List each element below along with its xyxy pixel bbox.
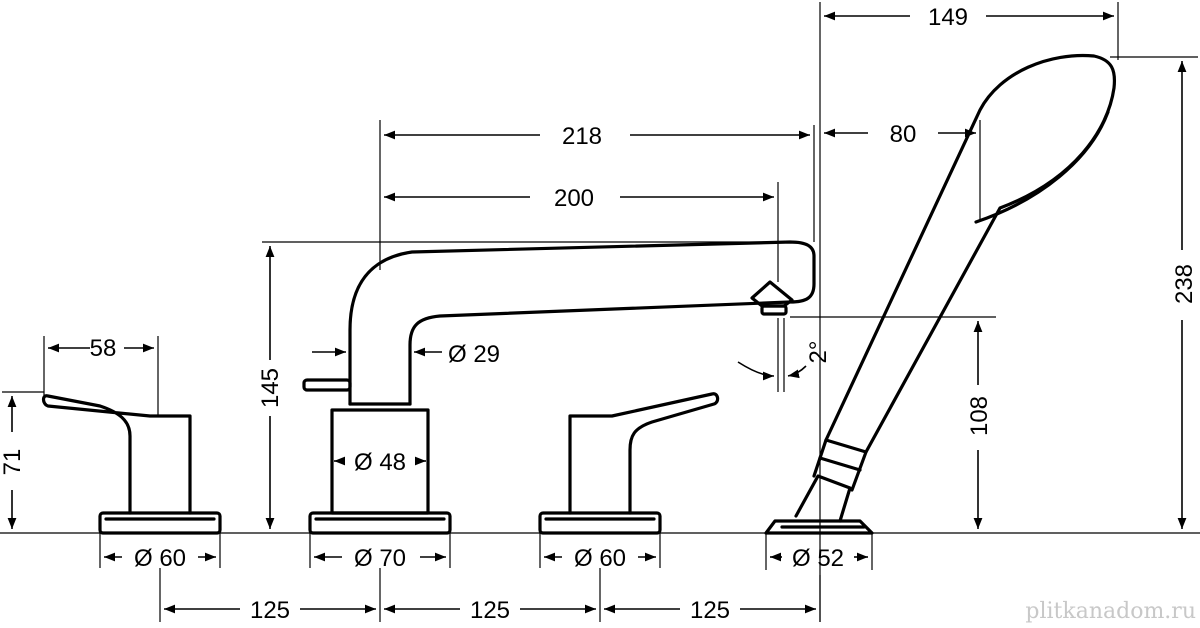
dim-200 xyxy=(384,182,779,392)
dim-71 xyxy=(2,391,44,529)
dim-dia-60-right xyxy=(539,533,661,568)
dim-label-58: 58 xyxy=(90,335,117,362)
dim-label-71: 71 xyxy=(0,449,26,476)
dim-label-80: 80 xyxy=(890,121,917,148)
dim-label-dia-52: Ø 52 xyxy=(792,545,844,572)
dim-label-dia-60-left: Ø 60 xyxy=(134,545,186,572)
dim-145 xyxy=(262,241,790,529)
dim-label-dia-48: Ø 48 xyxy=(354,449,406,476)
dim-label-dia-70: Ø 70 xyxy=(354,545,406,572)
dim-label-108: 108 xyxy=(966,396,993,436)
dim-dia-52 xyxy=(765,533,873,570)
dim-label-218: 218 xyxy=(562,123,602,150)
dim-dia-70 xyxy=(309,533,451,568)
dim-149 xyxy=(819,2,1119,622)
dim-80 xyxy=(824,120,981,220)
dim-label-200: 200 xyxy=(554,185,594,212)
right-valve xyxy=(538,392,720,535)
dim-dia-60-left xyxy=(99,533,221,568)
dim-label-spacing-1: 125 xyxy=(250,597,290,624)
left-valve xyxy=(41,336,222,535)
dim-label-149: 149 xyxy=(928,4,968,31)
spout xyxy=(302,240,816,535)
watermark: plitkanadom.ru xyxy=(1025,599,1196,624)
dim-label-238: 238 xyxy=(1171,264,1198,304)
dim-label-angle-2: 2° xyxy=(805,341,832,364)
dim-label-spacing-3: 125 xyxy=(690,597,730,624)
dim-238 xyxy=(1110,56,1198,529)
dim-label-spacing-2: 125 xyxy=(470,597,510,624)
dim-label-145: 145 xyxy=(257,368,284,408)
dim-218 xyxy=(379,120,815,270)
dim-angle-2 xyxy=(737,318,807,392)
dim-label-dia-60-right: Ø 60 xyxy=(574,545,626,572)
hand-shower xyxy=(764,53,1117,535)
dim-108 xyxy=(790,316,996,529)
dim-label-dia-29: Ø 29 xyxy=(448,341,500,368)
